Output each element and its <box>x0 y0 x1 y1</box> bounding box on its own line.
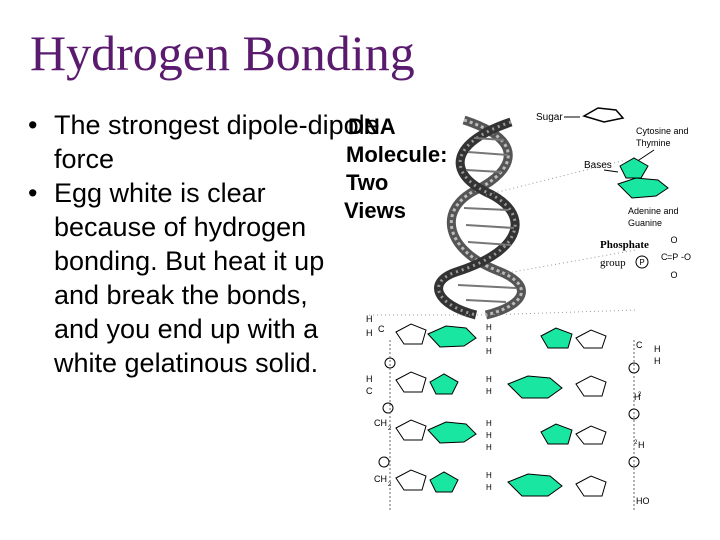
purine-base-icon <box>617 177 669 199</box>
svg-text:H: H <box>486 387 492 396</box>
dna-heading-line: Molecule: <box>346 142 447 167</box>
svg-text:C: C <box>661 252 668 262</box>
adenine-guanine-label: Adenine and <box>628 206 679 216</box>
sugar-label: Sugar <box>536 112 563 123</box>
svg-text:2: 2 <box>634 440 638 446</box>
svg-text:H: H <box>486 431 492 440</box>
phosphate-structure-icon: O C=P-O O <box>661 235 691 280</box>
svg-text:H: H <box>366 328 373 338</box>
svg-text:O: O <box>670 235 677 245</box>
svg-text:H: H <box>366 314 373 324</box>
adenine-guanine-label: Guanine <box>628 218 662 228</box>
slide-title: Hydrogen Bonding <box>30 25 415 81</box>
svg-text:H: H <box>366 374 373 384</box>
svg-text:H: H <box>654 356 661 366</box>
dna-heading-line: Two <box>346 170 388 195</box>
svg-text:H: H <box>486 335 492 344</box>
svg-text:C: C <box>378 324 385 334</box>
phosphate-group-icon <box>635 255 649 269</box>
cytosine-thymine-label: Cytosine and <box>636 126 689 136</box>
svg-text:H: H <box>486 323 492 332</box>
bullet-item: The strongest dipole-dipole force <box>28 108 384 176</box>
svg-text:CH: CH <box>374 474 387 484</box>
dna-heading-line: DNA <box>348 114 396 139</box>
svg-text:H: H <box>486 443 492 452</box>
svg-text:H: H <box>486 375 492 384</box>
svg-text:C: C <box>366 386 373 396</box>
bases-label: Bases <box>584 160 612 171</box>
svg-text:H: H <box>486 483 492 492</box>
legend: Sugar Cytosine and Thymine Bases Adenine… <box>536 107 691 280</box>
svg-text:2: 2 <box>638 392 642 398</box>
svg-text:P: P <box>639 258 644 267</box>
svg-text:H: H <box>486 471 492 480</box>
double-helix-illustration <box>366 115 637 320</box>
svg-text:-O: -O <box>681 252 691 262</box>
cytosine-thymine-label: Thymine <box>636 138 671 148</box>
svg-text:O: O <box>670 270 677 280</box>
svg-text:=P: =P <box>667 252 678 262</box>
svg-text:H: H <box>486 347 492 356</box>
svg-text:H: H <box>638 440 645 450</box>
dna-diagram: DNA Molecule: Two Views Sugar Cytosine a… <box>344 107 691 510</box>
svg-text:HO: HO <box>636 496 650 506</box>
dna-heading-line: Views <box>344 198 406 223</box>
bullet-list: The strongest dipole-dipole force Egg wh… <box>28 108 380 380</box>
svg-text:C: C <box>636 340 643 350</box>
pyrimidine-base-icon <box>619 157 649 179</box>
phosphate-label: Phosphate <box>600 239 649 251</box>
svg-text:CH: CH <box>374 418 387 428</box>
svg-text:H: H <box>654 344 661 354</box>
bullet-item: Egg white is clear because of hydrogen b… <box>28 176 358 380</box>
phosphate-label: group <box>600 257 626 269</box>
sugar-shape-icon <box>582 107 625 123</box>
svg-text:H: H <box>634 392 641 402</box>
svg-text:H: H <box>486 419 492 428</box>
